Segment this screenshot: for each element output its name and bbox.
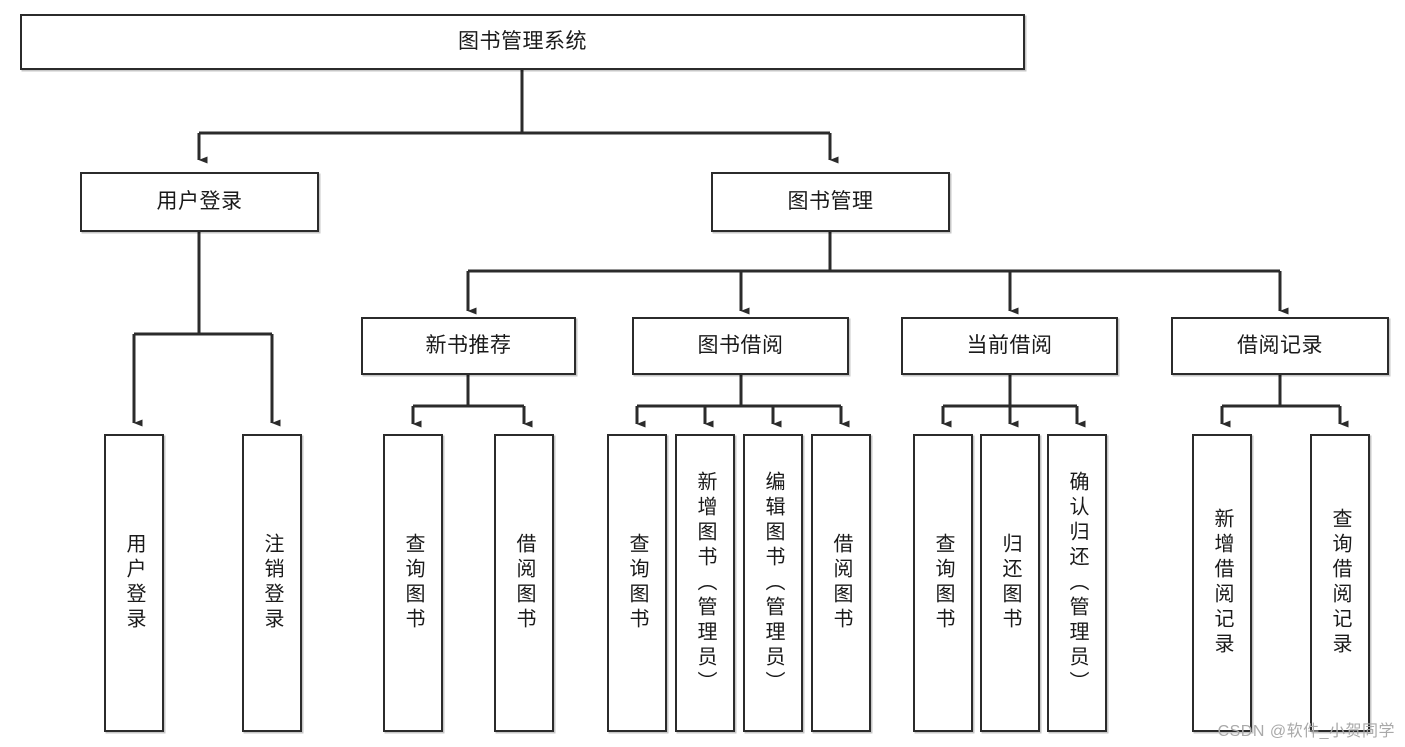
node-leaf-edit-book[interactable]: 编辑图书（管理员） — [743, 434, 803, 732]
borrow-record-connectors — [1220, 375, 1349, 428]
node-label-leaf-query-book-2: 查询图书 — [626, 533, 648, 633]
node-current-borrow[interactable]: 当前借阅 — [901, 317, 1118, 375]
node-label-leaf-query-record: 查询借阅记录 — [1329, 508, 1351, 658]
node-new-book-recommend[interactable]: 新书推荐 — [361, 317, 576, 375]
node-leaf-query-book-1[interactable]: 查询图书 — [383, 434, 443, 732]
node-leaf-return-book[interactable]: 归还图书 — [980, 434, 1040, 732]
node-label-root: 图书管理系统 — [458, 29, 587, 53]
book-manage-connectors — [466, 232, 1289, 315]
node-leaf-borrow-book-2[interactable]: 借阅图书 — [811, 434, 871, 732]
node-label-borrow-record: 借阅记录 — [1237, 333, 1323, 357]
node-leaf-confirm-return[interactable]: 确认归还（管理员） — [1047, 434, 1107, 732]
node-book-manage[interactable]: 图书管理 — [711, 172, 950, 232]
node-label-leaf-query-book-3: 查询图书 — [932, 533, 954, 633]
new-book-recommend-connectors — [411, 375, 533, 428]
node-label-new-book-recommend: 新书推荐 — [425, 333, 512, 357]
node-leaf-borrow-book-1[interactable]: 借阅图书 — [494, 434, 554, 732]
node-leaf-user-login[interactable]: 用户登录 — [104, 434, 164, 732]
node-root[interactable]: 图书管理系统 — [20, 14, 1025, 70]
node-label-leaf-add-book: 新增图书（管理员） — [694, 470, 716, 696]
node-label-leaf-query-book-1: 查询图书 — [402, 533, 424, 633]
node-label-leaf-borrow-book-2: 借阅图书 — [830, 533, 852, 633]
node-leaf-query-book-3[interactable]: 查询图书 — [913, 434, 973, 732]
node-book-borrow[interactable]: 图书借阅 — [632, 317, 849, 375]
node-label-leaf-user-login: 用户登录 — [123, 533, 145, 633]
node-label-user-login: 用户登录 — [156, 189, 243, 213]
node-label-leaf-user-logout: 注销登录 — [261, 533, 283, 633]
user-login-connectors — [132, 232, 281, 427]
book-borrow-connectors — [635, 375, 850, 428]
node-label-current-borrow: 当前借阅 — [966, 333, 1053, 357]
node-label-leaf-borrow-book-1: 借阅图书 — [513, 533, 535, 633]
node-label-book-manage: 图书管理 — [787, 189, 874, 213]
root-connectors — [197, 70, 839, 164]
node-leaf-query-book-2[interactable]: 查询图书 — [607, 434, 667, 732]
node-label-book-borrow: 图书借阅 — [697, 333, 784, 357]
node-label-leaf-confirm-return: 确认归还（管理员） — [1066, 470, 1088, 696]
node-leaf-query-record[interactable]: 查询借阅记录 — [1310, 434, 1370, 732]
node-label-leaf-edit-book: 编辑图书（管理员） — [762, 470, 784, 696]
node-user-login[interactable]: 用户登录 — [80, 172, 319, 232]
watermark-text: CSDN @软件_小贺同学 — [1217, 723, 1395, 740]
current-borrow-connectors — [941, 375, 1086, 428]
node-label-leaf-add-record: 新增借阅记录 — [1211, 508, 1233, 658]
node-leaf-user-logout[interactable]: 注销登录 — [242, 434, 302, 732]
node-label-leaf-return-book: 归还图书 — [999, 533, 1021, 633]
node-leaf-add-book[interactable]: 新增图书（管理员） — [675, 434, 735, 732]
node-leaf-add-record[interactable]: 新增借阅记录 — [1192, 434, 1252, 732]
node-borrow-record[interactable]: 借阅记录 — [1171, 317, 1389, 375]
